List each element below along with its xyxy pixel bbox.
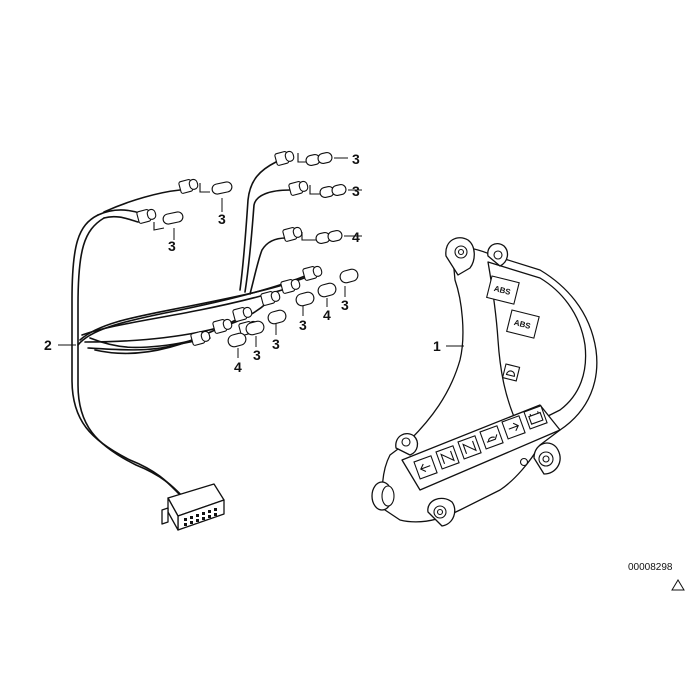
socket-b (178, 178, 199, 194)
battery-icon (523, 405, 548, 430)
turn-right-icon (501, 415, 526, 440)
bulb-cluster-6 (227, 332, 247, 348)
leader-lines (58, 157, 464, 347)
abs-window-bottom: ABS (506, 309, 540, 339)
lamp-window (501, 363, 521, 382)
indicator-housing: ABS ABS (371, 237, 598, 527)
socket-k (190, 330, 211, 346)
socket-i (232, 306, 253, 322)
socket-h (260, 290, 281, 306)
cluster-leaders (237, 286, 346, 358)
callout-bulb-j: 3 (253, 347, 261, 363)
callout-bulb-a: 3 (352, 151, 360, 167)
callout-bulb-d: 3 (168, 238, 176, 254)
callout-bulb-i: 4 (234, 359, 242, 375)
svg-text:ABS: ABS (493, 284, 512, 297)
abs-window-top: ABS (486, 275, 520, 305)
bulb-left-b (211, 181, 233, 195)
callout-bulb-c: 3 (218, 211, 226, 227)
bulb-top-c (315, 230, 343, 244)
callout-bulb-f: 3 (341, 297, 349, 313)
callout-bulb-h: 3 (299, 317, 307, 333)
socket-f (302, 265, 323, 281)
callout-bulb-e: 4 (352, 229, 360, 245)
mounting-ear-left (395, 433, 419, 456)
svg-text:ABS: ABS (513, 318, 532, 331)
bulb-cluster-5 (245, 320, 265, 336)
loose-bulbs (153, 152, 359, 348)
mounting-ear-right (533, 442, 561, 475)
high-beam-icon (435, 445, 460, 470)
socket-d (288, 180, 309, 196)
bulb-left-a (162, 211, 184, 225)
neutral-icon (457, 435, 482, 460)
socket-g (280, 278, 301, 294)
callout-part-2: 2 (44, 337, 52, 353)
callout-bulb-b: 3 (352, 183, 360, 199)
side-plug (371, 481, 395, 511)
bulb-cluster-3 (295, 291, 315, 307)
mounting-ear-top (445, 237, 475, 276)
triangle-icon (671, 579, 685, 591)
bulb-top-b (319, 184, 347, 198)
document-number: 00008298 (628, 562, 673, 573)
bulb-cluster-2 (317, 282, 337, 298)
mounting-ear-top-right (487, 242, 509, 267)
socket-c (274, 150, 295, 166)
bulb-sockets (136, 150, 323, 346)
mounting-ear-bottom (427, 497, 456, 527)
oil-pressure-icon (479, 425, 504, 450)
socket-e (282, 226, 303, 242)
callout-part-1: 1 (433, 338, 441, 354)
bulb-cluster-1 (339, 268, 359, 284)
callout-bulb-k: 3 (272, 336, 280, 352)
socket-j (212, 318, 233, 334)
indicator-strip (413, 405, 548, 480)
bulb-top-a (305, 152, 333, 166)
harness-connector (161, 483, 225, 531)
bolt-icon (519, 457, 529, 467)
bulb-cluster-4 (267, 309, 287, 325)
turn-left-icon (413, 455, 438, 480)
callout-bulb-g: 4 (323, 307, 331, 323)
socket-a (136, 208, 157, 224)
callouts: 2 1 3 3 3 3 4 3 4 3 4 3 3 3 (44, 151, 441, 375)
